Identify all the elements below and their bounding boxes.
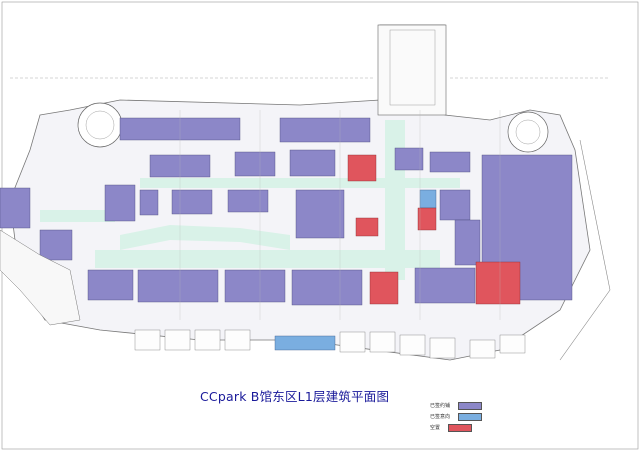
corridor-center-vertical [385,120,405,280]
shop [414,267,476,304]
corridor-west [40,210,115,222]
legend-row-leased: 已签约铺 [430,400,483,411]
unit [399,334,426,356]
shop [171,189,213,215]
west-wing [0,229,81,326]
legend-row-vacant: 空置 [430,422,482,433]
shop [439,189,471,221]
vacant-shops [347,154,521,305]
unit [194,329,221,351]
shop [0,187,31,229]
shop [279,117,371,143]
unit [164,329,191,351]
shop [234,151,276,177]
north-core [377,24,447,116]
legend-label: 已签意向 [430,414,451,420]
site-boundary-east [579,139,611,291]
ramp-east [507,111,549,153]
legend-swatch-intent [458,412,483,421]
shop [347,154,377,182]
legend-label: 空置 [430,425,441,431]
shop [87,269,134,301]
shop [369,271,399,305]
shop [289,149,336,177]
plan-title: CCpark B馆东区L1层建筑平面图 [200,389,390,404]
shop [104,184,136,222]
corridor-diagonal [120,225,290,250]
corridor-north [140,178,460,188]
unit [134,329,161,351]
unit [429,337,456,359]
shop [139,189,159,216]
legend-label: 已签约铺 [430,403,451,409]
shop [355,217,379,237]
unit [224,329,251,351]
north-core-inner [389,29,436,106]
south-units [134,329,526,359]
shop [224,269,286,303]
shop [274,335,336,351]
intent-shops [274,189,437,351]
legend-row-intent: 已签意向 [430,411,483,422]
shop [429,151,471,173]
corridor-main-east-west [95,250,440,268]
ramp-west-inner [85,110,115,140]
unit [369,331,396,353]
shop [291,269,363,306]
site-boundary-south-east [559,289,611,361]
shop [137,269,219,303]
column-grid [179,110,501,320]
ramp-east-inner [515,119,541,145]
shop [394,147,424,171]
shop [227,189,269,213]
ramp-west [77,102,123,148]
shop [295,189,345,239]
legend: 已签约铺 已签意向 空置 [430,400,483,433]
unit [499,334,526,354]
shop [475,261,521,305]
shop [417,207,437,231]
legend-swatch-leased [458,401,483,410]
shop [454,219,481,266]
unit [469,339,496,359]
unit [339,331,366,353]
shop [419,189,437,209]
legend-swatch-vacant [448,423,473,432]
shop [39,229,73,261]
